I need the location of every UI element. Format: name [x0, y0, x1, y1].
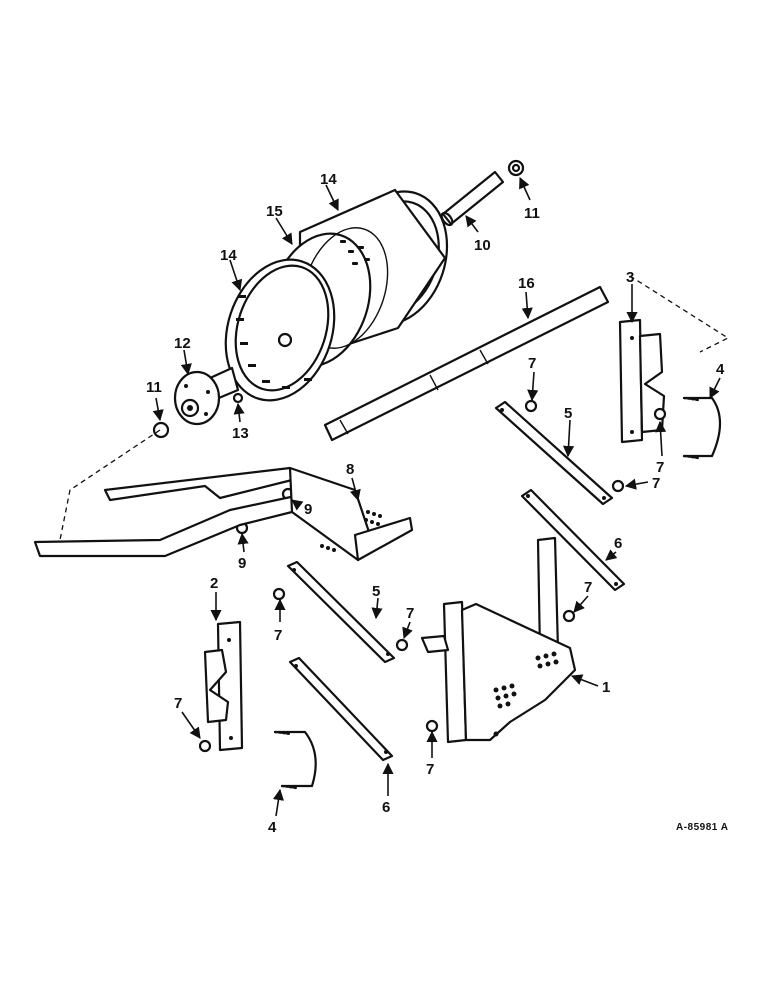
callout-9-a: 9 [304, 501, 312, 518]
washer [232, 392, 244, 404]
leader-lines [152, 176, 721, 817]
callout-16: 16 [518, 275, 535, 292]
u-bolt-upper [682, 396, 722, 460]
callout-2: 2 [210, 575, 218, 592]
callout-6-upper: 6 [614, 535, 622, 552]
callout-11-left: 11 [146, 379, 162, 396]
nut-7-g [198, 739, 212, 753]
callout-8: 8 [346, 461, 354, 478]
callout-5-lower: 5 [372, 583, 380, 600]
callout-11-right: 11 [524, 205, 540, 222]
callout-9-b: 9 [238, 555, 246, 572]
frame-arm [33, 466, 414, 562]
bar-5-upper [494, 400, 614, 506]
nut-7-c [611, 479, 625, 493]
callout-7-h: 7 [426, 761, 434, 778]
callout-labels: 14 15 14 12 13 11 10 11 16 3 4 7 5 7 7 6… [146, 171, 725, 836]
callout-14-top: 14 [320, 171, 337, 188]
callout-5-upper: 5 [564, 405, 572, 422]
callout-10: 10 [474, 237, 491, 254]
bracket-left [203, 620, 244, 752]
callout-4-upper: 4 [716, 361, 725, 378]
centerline-hub [59, 429, 161, 541]
bar-5-lower [286, 560, 396, 664]
main-bracket [420, 536, 577, 744]
callout-13: 13 [232, 425, 249, 442]
nut-7-h [425, 719, 439, 733]
nut-7-f [395, 638, 409, 652]
nut-right [507, 159, 525, 177]
drawing-code: A-85981 A [676, 822, 729, 833]
bar-6-upper [520, 488, 626, 592]
nut-7-e [272, 587, 286, 601]
nut-7-a [524, 399, 538, 413]
callout-6-lower: 6 [382, 799, 390, 816]
callout-7-c: 7 [652, 475, 660, 492]
bracket-right [618, 318, 666, 444]
callout-7-a: 7 [528, 355, 536, 372]
callout-14-left: 14 [220, 247, 237, 264]
callout-1: 1 [602, 679, 610, 696]
nut-7-d [562, 609, 576, 623]
bar-6-lower [288, 656, 394, 762]
nut-7-b [653, 407, 667, 421]
nut-left [152, 421, 170, 439]
front-drum-disc [224, 258, 336, 402]
shaft [440, 170, 505, 227]
callout-7-e: 7 [274, 627, 282, 644]
callout-12: 12 [174, 335, 191, 352]
callout-7-f: 7 [406, 605, 414, 622]
callout-4-lower: 4 [268, 819, 277, 836]
callout-7-d: 7 [584, 579, 592, 596]
u-bolt-lower [273, 730, 317, 790]
callout-15: 15 [266, 203, 283, 220]
long-bar [323, 285, 610, 442]
callout-7-b: 7 [656, 459, 664, 476]
callout-3: 3 [626, 269, 634, 286]
centerline-bracket [629, 275, 730, 353]
callout-7-g: 7 [174, 695, 182, 712]
hub [173, 366, 240, 426]
